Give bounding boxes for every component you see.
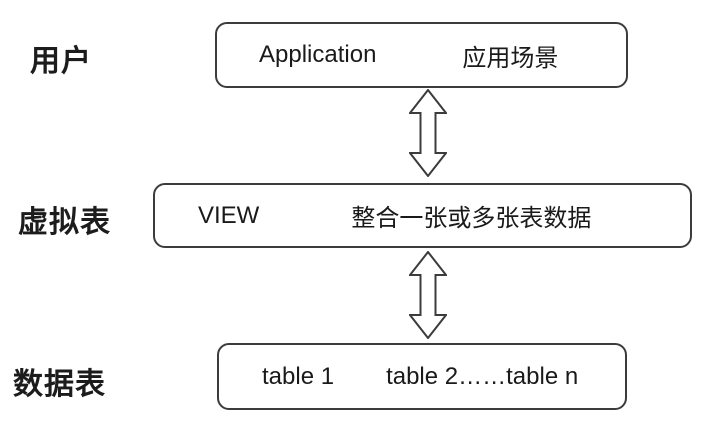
double-arrow-icon bbox=[409, 251, 447, 339]
double-arrow-icon bbox=[409, 89, 447, 177]
tables-box: table 1 table 2……table n bbox=[217, 343, 627, 410]
tables-box-text-table1: table 1 bbox=[262, 362, 335, 390]
view-box-text-en: VIEW bbox=[198, 201, 260, 229]
view-box: VIEW 整合一张或多张表数据 bbox=[153, 183, 692, 248]
application-box-text-cn: 应用场景 bbox=[462, 44, 559, 72]
view-box-text-cn: 整合一张或多张表数据 bbox=[351, 205, 592, 232]
layer-label-data-table: 数据表 bbox=[13, 368, 106, 401]
application-box: Application 应用场景 bbox=[215, 22, 628, 88]
tables-box-text-table2-n: table 2……table n bbox=[386, 362, 579, 390]
layer-label-virtual-table: 虚拟表 bbox=[18, 206, 111, 239]
application-box-text-en: Application bbox=[259, 41, 377, 68]
layer-label-user: 用户 bbox=[30, 45, 92, 78]
